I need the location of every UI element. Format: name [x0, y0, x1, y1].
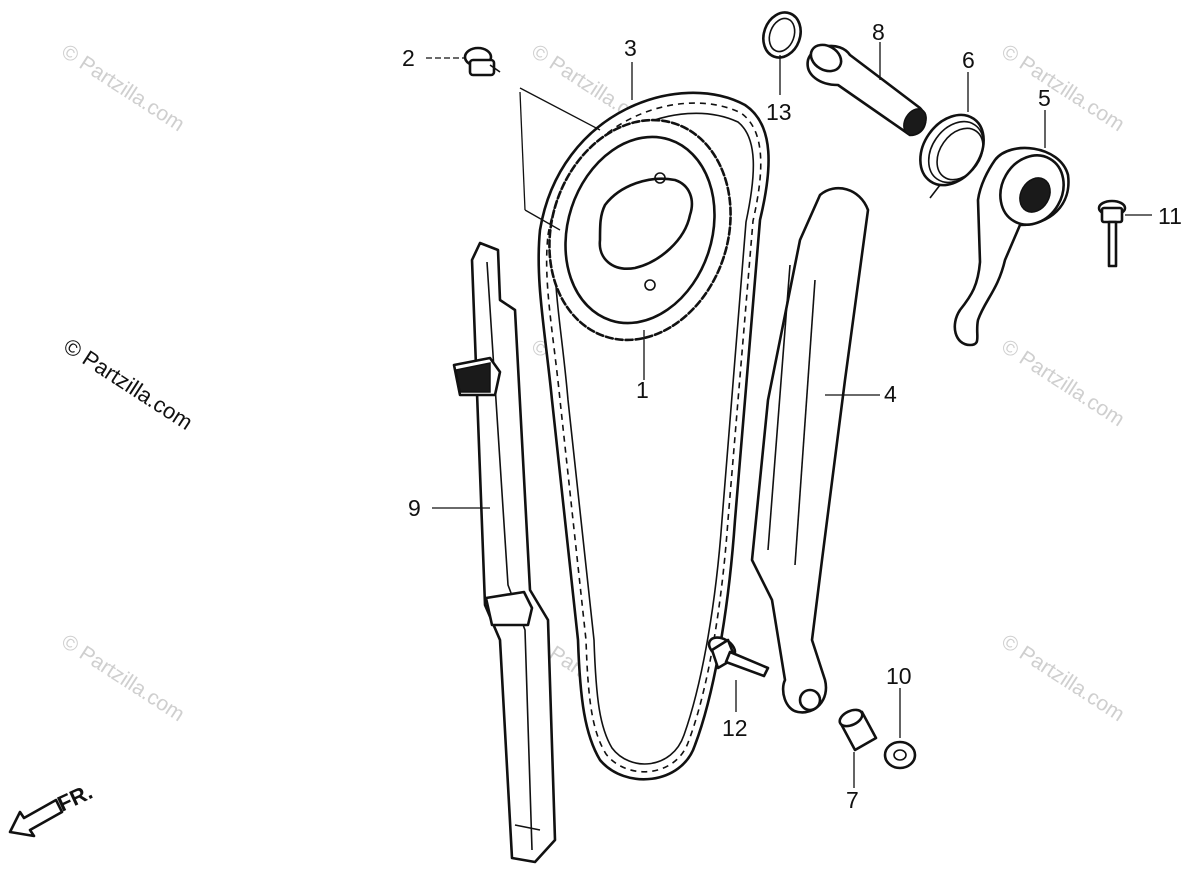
callout-7: 7: [846, 787, 859, 813]
collar[interactable]: [837, 707, 878, 752]
callout-6: 6: [962, 47, 975, 73]
callout-9: 9: [408, 495, 421, 521]
tensioner-shaft[interactable]: [806, 40, 931, 140]
callout-3: 3: [624, 35, 637, 61]
callout-13: 13: [766, 99, 792, 125]
bolt-with-washer[interactable]: [1097, 199, 1127, 268]
chain-guide-front[interactable]: [452, 241, 557, 864]
watermark: © Partzilla.com: [997, 40, 1128, 136]
tensioner-arm[interactable]: [750, 186, 870, 714]
flange-bolt-small[interactable]: [463, 46, 501, 77]
watermark: © Partzilla.com: [997, 335, 1128, 431]
callout-5: 5: [1038, 85, 1051, 111]
cam-sprocket[interactable]: [522, 96, 759, 363]
pivot-bolt[interactable]: [705, 633, 770, 678]
front-direction-marker: FR.: [8, 779, 96, 838]
tensioner-lifter[interactable]: [953, 144, 1076, 347]
callout-10: 10: [886, 663, 912, 689]
callout-1: 1: [636, 377, 649, 403]
callout-2: 2: [402, 45, 415, 71]
watermark: © Partzilla.com: [57, 630, 188, 726]
callout-labels: 1 2 3 4 5 6 7 8 9 10 11 12 13: [402, 19, 1182, 813]
callout-4: 4: [884, 381, 897, 407]
o-ring[interactable]: [757, 7, 807, 63]
front-arrow-icon: [8, 798, 64, 838]
callout-8: 8: [872, 19, 885, 45]
leader-lines: [426, 42, 1152, 788]
watermark: © Partzilla.com: [997, 630, 1128, 726]
watermark: © Partzilla.com: [59, 333, 197, 435]
callout-12: 12: [722, 715, 748, 741]
watermark: © Partzilla.com: [57, 40, 188, 136]
callout-11: 11: [1158, 203, 1182, 229]
washer[interactable]: [883, 740, 917, 770]
tensioner-spring[interactable]: [907, 103, 996, 199]
